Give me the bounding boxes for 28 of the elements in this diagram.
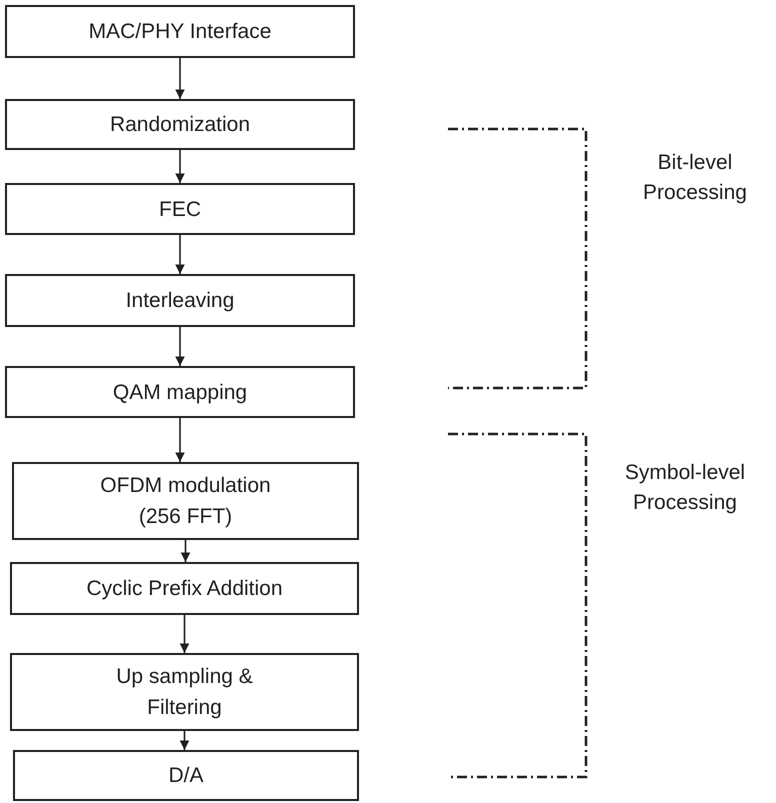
box-label: FEC <box>159 196 201 222</box>
process-box <box>5 274 355 327</box>
box-label: QAM mapping <box>112 380 248 406</box>
process-box <box>12 462 359 540</box>
arrow <box>175 327 185 366</box>
process-box <box>5 183 355 235</box>
group-label: Symbol-level Processing <box>624 460 746 516</box>
arrow <box>180 615 190 653</box>
box-label: Cyclic Prefix Addition <box>86 576 283 602</box>
box-label: OFDM modulation (256 FFT) <box>99 473 272 530</box>
process-box <box>5 5 355 58</box>
box-label: Up sampling & Filtering <box>115 664 254 721</box>
arrow <box>175 235 185 274</box>
process-box <box>10 562 359 615</box>
arrow <box>175 418 185 462</box>
box-label: MAC/PHY Interface <box>88 19 272 45</box>
box-label: D/A <box>168 763 204 789</box>
box-label: Interleaving <box>126 288 234 314</box>
process-box <box>10 653 359 731</box>
process-box <box>5 366 355 418</box>
arrow <box>175 150 185 183</box>
process-box <box>13 750 359 801</box>
arrow <box>175 58 185 99</box>
arrow <box>180 540 190 562</box>
arrow <box>180 731 190 750</box>
box-label: Randomization <box>110 112 250 138</box>
group-label: Bit-level Processing <box>642 150 748 206</box>
process-box <box>5 99 355 150</box>
